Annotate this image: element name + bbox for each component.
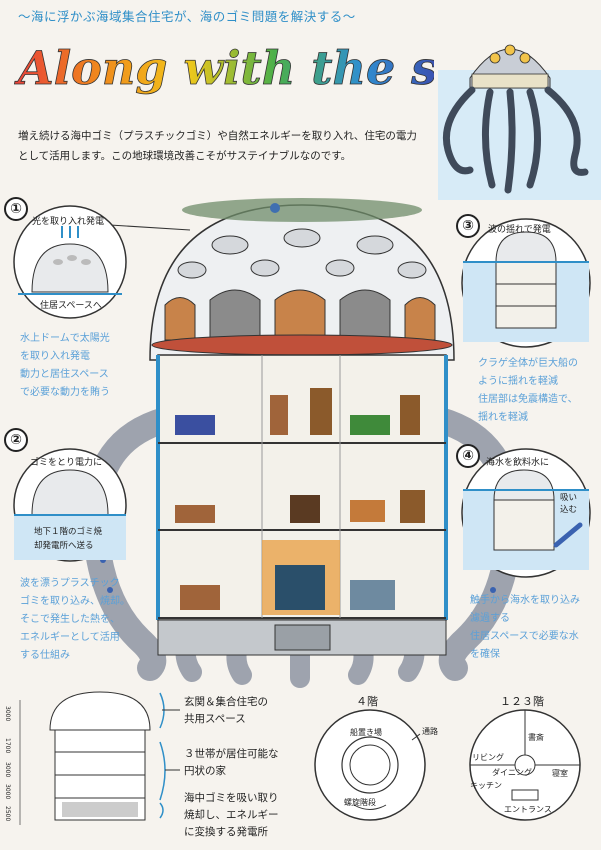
dimension-label: 3000 <box>4 784 11 800</box>
legend-line: ３世帯が居住可能な <box>184 748 279 760</box>
intro-text: 増え続ける海中ゴミ（プラスチックゴミ）や自然エネルギーを取り入れ、住宅の電力 と… <box>18 126 438 166</box>
note-line: 住居スペースで必要な水 <box>470 631 579 642</box>
note-line: 波を漂うプラスチック <box>20 578 120 589</box>
callout-2-bottom: 地下１階のゴミ焼 却発電所へ送る <box>34 525 102 553</box>
note-line: 住居部は免震構造で、 <box>478 394 578 405</box>
section-diagram <box>19 691 180 825</box>
callout-4-side: 吸い 込む <box>560 492 577 516</box>
note-line: クラゲ全体が巨大船の <box>478 358 578 369</box>
note-line: 揺れを軽減 <box>478 412 528 423</box>
callout-3-top: 波の揺れで発電 <box>488 225 551 235</box>
callout-1-bottom: 住居スペースへ <box>40 301 102 311</box>
plan-4f-passage: 通路 <box>422 727 438 736</box>
callout-4-side-line: 吸い <box>560 493 578 503</box>
legend-residence: ３世帯が居住可能な 円状の家 <box>184 746 279 780</box>
legend-line: に変換する発電所 <box>184 826 268 838</box>
dimension-label: 3000 <box>4 762 11 778</box>
plan-entrance: エントランス <box>504 805 552 814</box>
callout-4-side-line: 込む <box>560 505 578 515</box>
note-line: 動力と居住スペース <box>20 369 109 380</box>
note-line: 水上ドームで太陽光 <box>20 333 110 344</box>
title-text: Along with the sea <box>14 41 434 95</box>
plan-4f-title: ４階 <box>356 695 378 708</box>
intro-line: として活用します。この地球環境改善こそがサステイナブルなのです。 <box>18 150 352 162</box>
intro-line: 増え続ける海中ゴミ（プラスチックゴミ）や自然エネルギーを取り入れ、住宅の電力 <box>18 130 417 142</box>
dimension-label: 2500 <box>4 806 11 822</box>
callout-4-top: 海水を飲料水に <box>486 458 550 468</box>
callout-2-top: ゴミをとり電力に <box>30 458 103 468</box>
legend-line: 焼却し、エネルギー <box>184 809 279 821</box>
feature-number-2: ② <box>4 428 28 452</box>
note-line: を確保 <box>470 649 500 660</box>
main-title: Along with the sea <box>14 41 434 96</box>
feature-1-note: 水上ドームで太陽光 を取り入れ発電 動力と居住スペース で必要な動力を賄う <box>20 330 110 402</box>
callout-2-bottom-line: 地下１階のゴミ焼 <box>34 527 103 537</box>
floor-plan-4f <box>314 709 426 821</box>
legend-line: 円状の家 <box>184 765 226 777</box>
plan-dining: ダイニング <box>492 768 532 777</box>
callout-wave-power <box>461 218 591 348</box>
callout-2-bottom-line: 却発電所へ送る <box>34 541 94 551</box>
plan-study: 書斎 <box>528 733 544 742</box>
plan-4f-stairs: 螺旋階段 <box>344 798 376 807</box>
plan-4f-boat: 船置き場 <box>350 728 382 737</box>
feature-3-note: クラゲ全体が巨大船の ように揺れを軽減 住居部は免震構造で、 揺れを軽減 <box>478 355 578 427</box>
feature-2-note: 波を漂うプラスチック ゴミを取り込み、焼却。 そこで発生した熱を、 エネルギーと… <box>20 575 130 665</box>
note-line: 濾過する <box>470 613 510 624</box>
note-line: そこで発生した熱を、 <box>20 614 120 625</box>
jellyfish-building-illustration <box>81 198 524 688</box>
dimension-label: 1700 <box>4 738 11 754</box>
callout-solar-dome <box>13 205 191 319</box>
callout-1-top: 光を取り入れ発電 <box>32 217 105 227</box>
note-line: で必要な動力を賄う <box>20 387 110 398</box>
note-line: ように揺れを軽減 <box>478 376 558 387</box>
plan-1-3f-title: １２３階 <box>500 695 544 708</box>
feature-number-3: ③ <box>456 214 480 238</box>
note-line: ゴミを取り込み、焼却。 <box>20 596 130 607</box>
note-line: エネルギーとして活用 <box>20 632 120 643</box>
legend-power-plant: 海中ゴミを吸い取り 焼却し、エネルギー に変換する発電所 <box>184 790 279 841</box>
feature-4-note: 触手から海水を取り込み 濾過する 住居スペースで必要な水 を確保 <box>470 592 580 664</box>
subtitle: 〜海に浮かぶ海域集合住宅が、海のゴミ問題を解決する〜 <box>18 9 356 24</box>
plan-bedroom: 寝室 <box>552 769 568 778</box>
legend-line: 玄関＆集合住宅の <box>184 696 268 708</box>
plan-living: リビング <box>472 753 504 762</box>
note-line: する仕組み <box>20 650 70 661</box>
feature-number-4: ④ <box>456 444 480 468</box>
legend-common-space: 玄関＆集合住宅の 共用スペース <box>184 694 268 728</box>
callout-garbage-intake <box>13 448 127 562</box>
floor-plan-1-3f <box>469 709 581 821</box>
legend-line: 共用スペース <box>184 713 246 725</box>
feature-number-1: ① <box>4 197 28 221</box>
plan-kitchen: キッチン <box>470 781 502 790</box>
small-jellyfish-illustration <box>438 44 601 200</box>
dimension-label: 3000 <box>4 706 11 722</box>
legend-line: 海中ゴミを吸い取り <box>184 792 279 804</box>
callout-seawater-intake <box>461 448 591 578</box>
note-line: を取り入れ発電 <box>20 351 90 362</box>
note-line: 触手から海水を取り込み <box>470 595 580 606</box>
